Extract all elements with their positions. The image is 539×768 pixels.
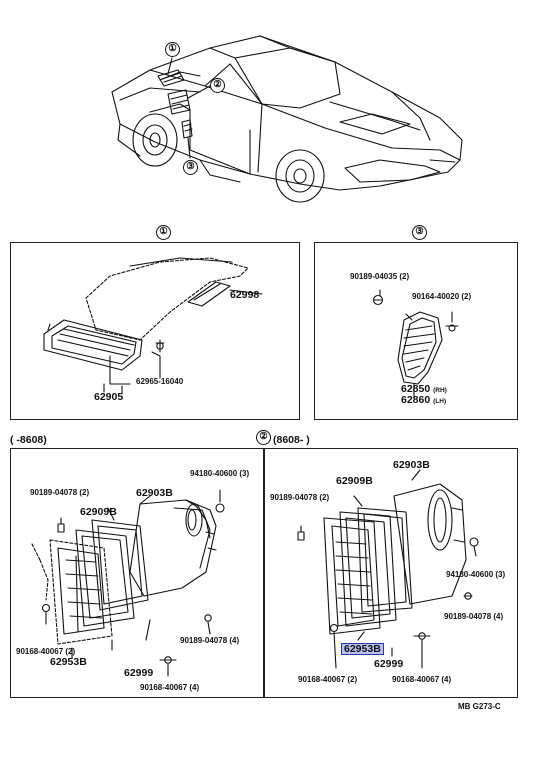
part-90189-04035[interactable]: 90189-04035 (2) <box>350 272 410 281</box>
panel-three <box>314 242 518 420</box>
part-62903b-left[interactable]: 62903B <box>136 487 173 499</box>
part-62850[interactable]: 62850 (RH) <box>401 383 447 395</box>
part-90168-40067-right-right[interactable]: 90168-40067 (4) <box>392 675 452 684</box>
part-90164-40020[interactable]: 90164-40020 (2) <box>412 292 472 301</box>
callout-three: ③ <box>183 160 198 175</box>
part-62999-right[interactable]: 62999 <box>374 658 404 670</box>
range-left: ( -8608) <box>10 434 47 446</box>
part-62953b-left[interactable]: 62953B <box>50 656 87 668</box>
part-90168-40067-right-left[interactable]: 90168-40067 (2) <box>298 675 358 684</box>
panel-one <box>10 242 300 420</box>
callout-one: ① <box>165 42 180 57</box>
section-two-title: ② <box>256 430 271 445</box>
panel-one-art <box>43 257 263 395</box>
part-62909b-right[interactable]: 62909B <box>336 475 373 487</box>
part-62903b-right[interactable]: 62903B <box>393 459 430 471</box>
part-62860[interactable]: 62860 (LH) <box>401 394 447 406</box>
panel-left-art <box>31 489 225 677</box>
part-90189-04078-left-top[interactable]: 90189-04078 (2) <box>30 488 90 497</box>
part-90189-04078-right-right[interactable]: 90189-04078 (4) <box>444 612 504 621</box>
part-62905[interactable]: 62905 <box>94 391 124 403</box>
part-62965-16040[interactable]: 62965-16040 <box>136 377 184 386</box>
part-94180-40600-right[interactable]: 94180-40600 (3) <box>446 570 506 579</box>
part-90189-04078-left-right[interactable]: 90189-04078 (4) <box>180 636 240 645</box>
panel-one-title: ① <box>156 225 171 240</box>
part-94180-40600-left[interactable]: 94180-40600 (3) <box>190 469 250 478</box>
car-illustration <box>111 35 463 203</box>
panel-right <box>264 448 518 698</box>
part-90189-04078-right-top[interactable]: 90189-04078 (2) <box>270 493 330 502</box>
panel-right-art <box>297 469 479 669</box>
part-62909b-left[interactable]: 62909B <box>80 506 117 518</box>
diagram-code: MB G273-C <box>458 702 501 711</box>
part-62998[interactable]: 62998 <box>230 289 260 301</box>
part-90168-40067-left-bottom[interactable]: 90168-40067 (4) <box>140 683 200 692</box>
part-62999-left[interactable]: 62999 <box>124 667 154 679</box>
panel-three-title: ③ <box>412 225 427 240</box>
panel-left <box>10 448 264 698</box>
callout-two: ② <box>210 78 225 93</box>
part-62953b-right-highlighted[interactable]: 62953B <box>341 643 384 655</box>
panel-three-art <box>372 289 459 397</box>
range-right: (8608- ) <box>273 434 310 446</box>
part-90168-40067-left[interactable]: 90168-40067 (2) <box>16 647 76 656</box>
